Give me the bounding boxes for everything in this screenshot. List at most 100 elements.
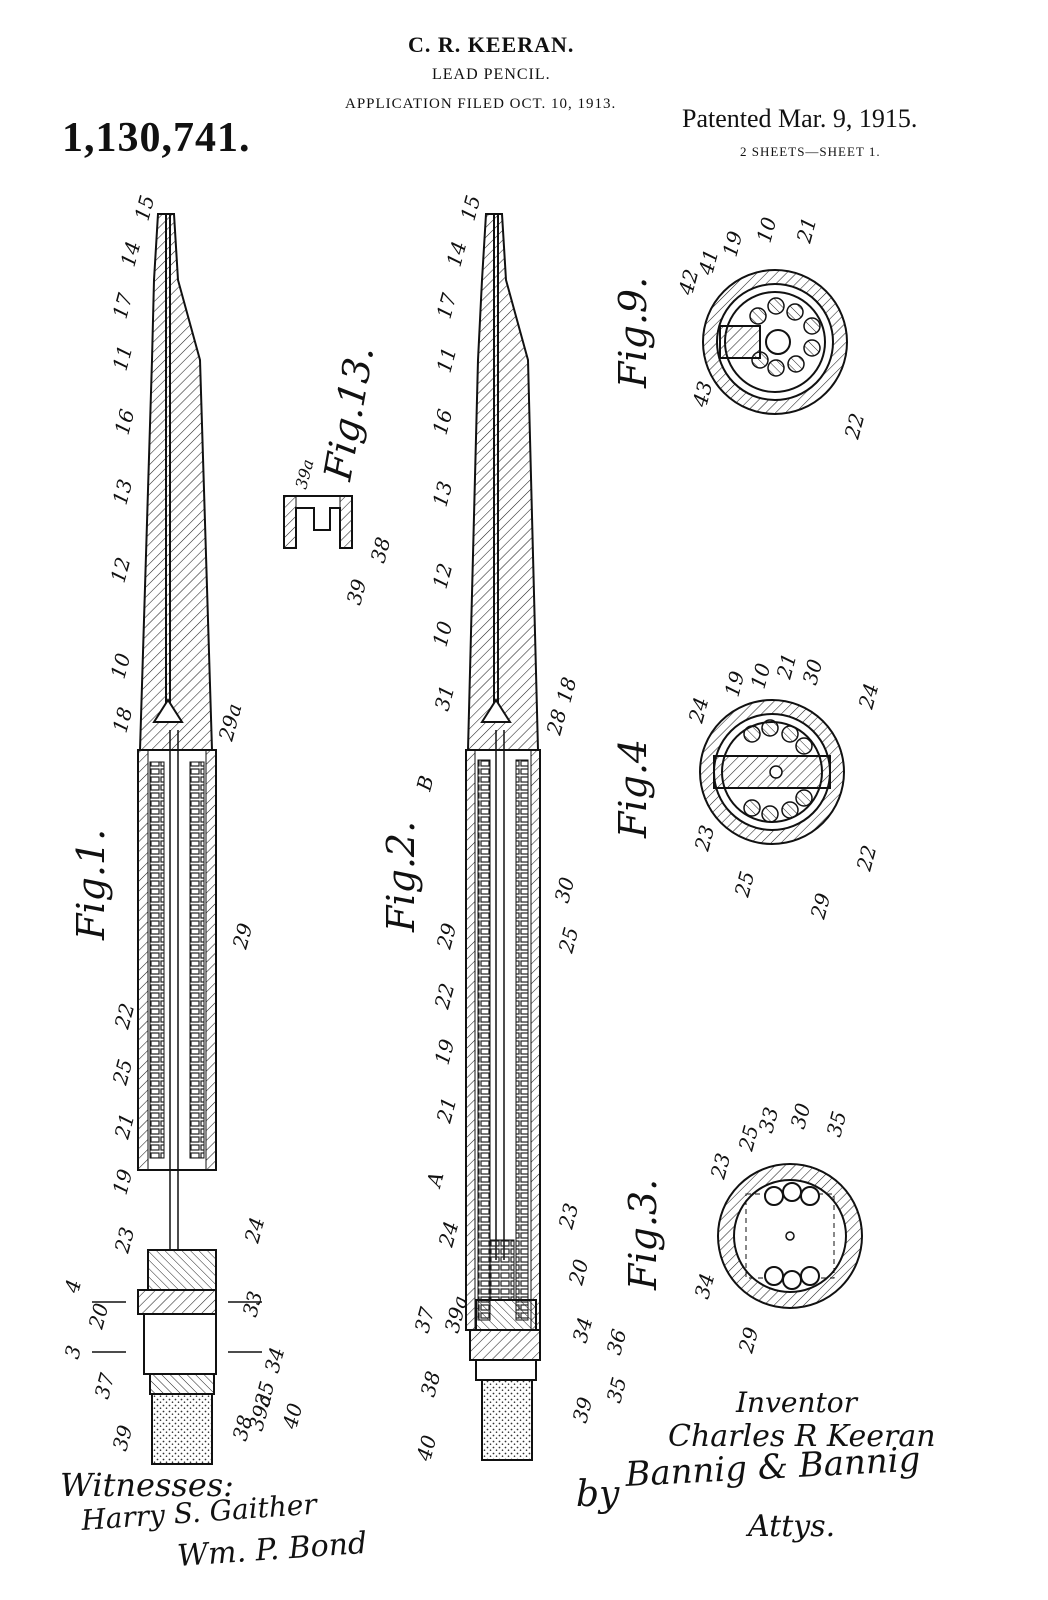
ref-numeral: 19 — [108, 1166, 138, 1197]
ref-numeral: 25 — [107, 1056, 137, 1088]
ref-numeral: 19 — [430, 1036, 460, 1067]
sheet-count: 2 SHEETS—SHEET 1. — [740, 144, 881, 159]
ref-numeral: 34 — [690, 1270, 720, 1301]
application-filed: APPLICATION FILED OCT. 10, 1913. — [345, 96, 617, 112]
witness-2-signature: Wm. P. Bond — [176, 1526, 368, 1574]
figure-4-cross-section — [699, 699, 845, 845]
ref-numeral: 40 — [277, 1400, 307, 1432]
ref-numeral: 39a — [244, 1391, 277, 1433]
ref-numeral: 21 — [791, 214, 821, 246]
ref-numeral: 14 — [116, 238, 146, 269]
ref-numeral: 11 — [108, 342, 138, 373]
figure-2-pencil-section — [465, 213, 541, 1461]
ref-numeral: 29 — [227, 920, 257, 952]
ref-numeral: 24 — [853, 680, 883, 712]
ref-numeral: 12 — [428, 560, 458, 591]
ref-numeral: 21 — [771, 650, 801, 682]
ref-numeral: 22 — [109, 1000, 139, 1032]
ref-numeral: 23 — [689, 822, 719, 854]
inventor-header: C. R. KEERAN. — [408, 32, 575, 57]
patented-date: Patented Mar. 9, 1915. — [682, 104, 918, 133]
ref-numeral: 38 — [416, 1368, 446, 1399]
fig13-title: Fig.13. — [315, 343, 382, 485]
ref-numeral: 25 — [553, 924, 583, 956]
ref-numeral: 33 — [754, 1104, 784, 1135]
ref-numeral: 29 — [733, 1324, 763, 1356]
patent-number: 1,130,741. — [62, 115, 251, 161]
ref-numeral: 16 — [428, 406, 458, 437]
inventor-label: Inventor — [735, 1386, 859, 1419]
ref-numeral: 35 — [602, 1374, 632, 1405]
ref-numeral: 21 — [109, 1110, 139, 1142]
ref-numeral: 17 — [432, 290, 462, 321]
ref-numeral: 34 — [568, 1314, 598, 1345]
figure-1-pencil-section — [92, 213, 262, 1465]
ref-numeral: 39 — [108, 1422, 138, 1453]
fig4-title: Fig.4 — [611, 739, 655, 839]
ref-numeral: 10 — [752, 214, 782, 245]
ref-numeral: 18 — [552, 674, 582, 705]
ref-numeral: 23 — [705, 1150, 735, 1182]
ref-numeral: 24 — [433, 1218, 463, 1250]
fig1-tip — [138, 213, 214, 751]
ref-numeral: 12 — [106, 554, 136, 585]
ref-numeral: 31 — [430, 682, 460, 713]
ref-numeral: 40 — [411, 1432, 441, 1464]
ref-numeral: 39 — [568, 1394, 598, 1425]
ref-numeral: 16 — [110, 406, 140, 437]
ref-numeral: 15 — [456, 192, 486, 223]
ref-numeral: 25 — [729, 868, 759, 900]
ref-numeral: 36 — [602, 1326, 632, 1357]
ref-numeral: 22 — [851, 842, 881, 874]
ref-numeral: 30 — [550, 874, 580, 905]
ref-numeral: 38 — [366, 534, 396, 565]
ref-numeral: 29 — [431, 920, 461, 952]
ref-numeral: 43 — [687, 378, 717, 410]
ref-numeral: 18 — [108, 704, 138, 735]
ref-numeral: 13 — [108, 476, 138, 507]
inventor-signature: Charles R Keeran — [668, 1419, 936, 1454]
fig1-title: Fig.1. — [69, 829, 113, 941]
ref-numeral: 37 — [90, 1370, 120, 1401]
ref-numeral: 22 — [839, 410, 869, 442]
figure-9-cross-section — [702, 269, 848, 415]
ref-numeral: 20 — [563, 1256, 593, 1288]
ref-numeral: 21 — [431, 1094, 461, 1126]
ref-numeral: 30 — [798, 656, 828, 687]
ref-numeral: 15 — [130, 192, 160, 223]
fig2-tip — [466, 213, 540, 751]
ref-numeral: 23 — [109, 1224, 139, 1256]
fig1-eraser — [151, 1393, 213, 1465]
ref-numeral: 3 — [60, 1343, 86, 1362]
ref-numeral: 10 — [106, 650, 136, 681]
figure-3-cross-section — [717, 1163, 863, 1309]
fig2-eraser — [481, 1379, 533, 1461]
ref-numeral: A — [421, 1169, 448, 1191]
ref-numeral: 39 — [342, 576, 372, 607]
ref-numeral: 35 — [822, 1108, 852, 1139]
ref-numeral: 4 — [59, 1277, 86, 1296]
ref-numeral: 37 — [410, 1304, 440, 1335]
witnesses-label: Witnesses: — [60, 1466, 234, 1504]
ref-numeral: 11 — [432, 344, 462, 375]
ref-numeral: 17 — [108, 290, 138, 321]
ref-numeral: 10 — [428, 618, 458, 649]
ref-numeral: 22 — [429, 980, 459, 1012]
by-label: by — [576, 1474, 620, 1515]
ref-numeral: 30 — [786, 1100, 816, 1131]
invention-title: LEAD PENCIL. — [432, 66, 551, 83]
ref-numeral: 19 — [718, 228, 748, 259]
figure-13-clip — [283, 495, 353, 549]
ref-numeral: 13 — [428, 478, 458, 509]
ref-numeral: 29 — [805, 890, 835, 922]
ref-numeral: B — [411, 773, 438, 794]
ref-numeral: 33 — [238, 1288, 268, 1319]
fig9-title: Fig.9. — [611, 277, 655, 389]
fig2-title: Fig.2. — [379, 821, 423, 933]
ref-numeral: 24 — [239, 1214, 269, 1246]
ref-numeral: 23 — [553, 1200, 583, 1232]
ref-numeral: 14 — [442, 238, 472, 269]
ref-numeral: 24 — [683, 694, 713, 726]
fig3-title: Fig.3. — [621, 1179, 665, 1291]
